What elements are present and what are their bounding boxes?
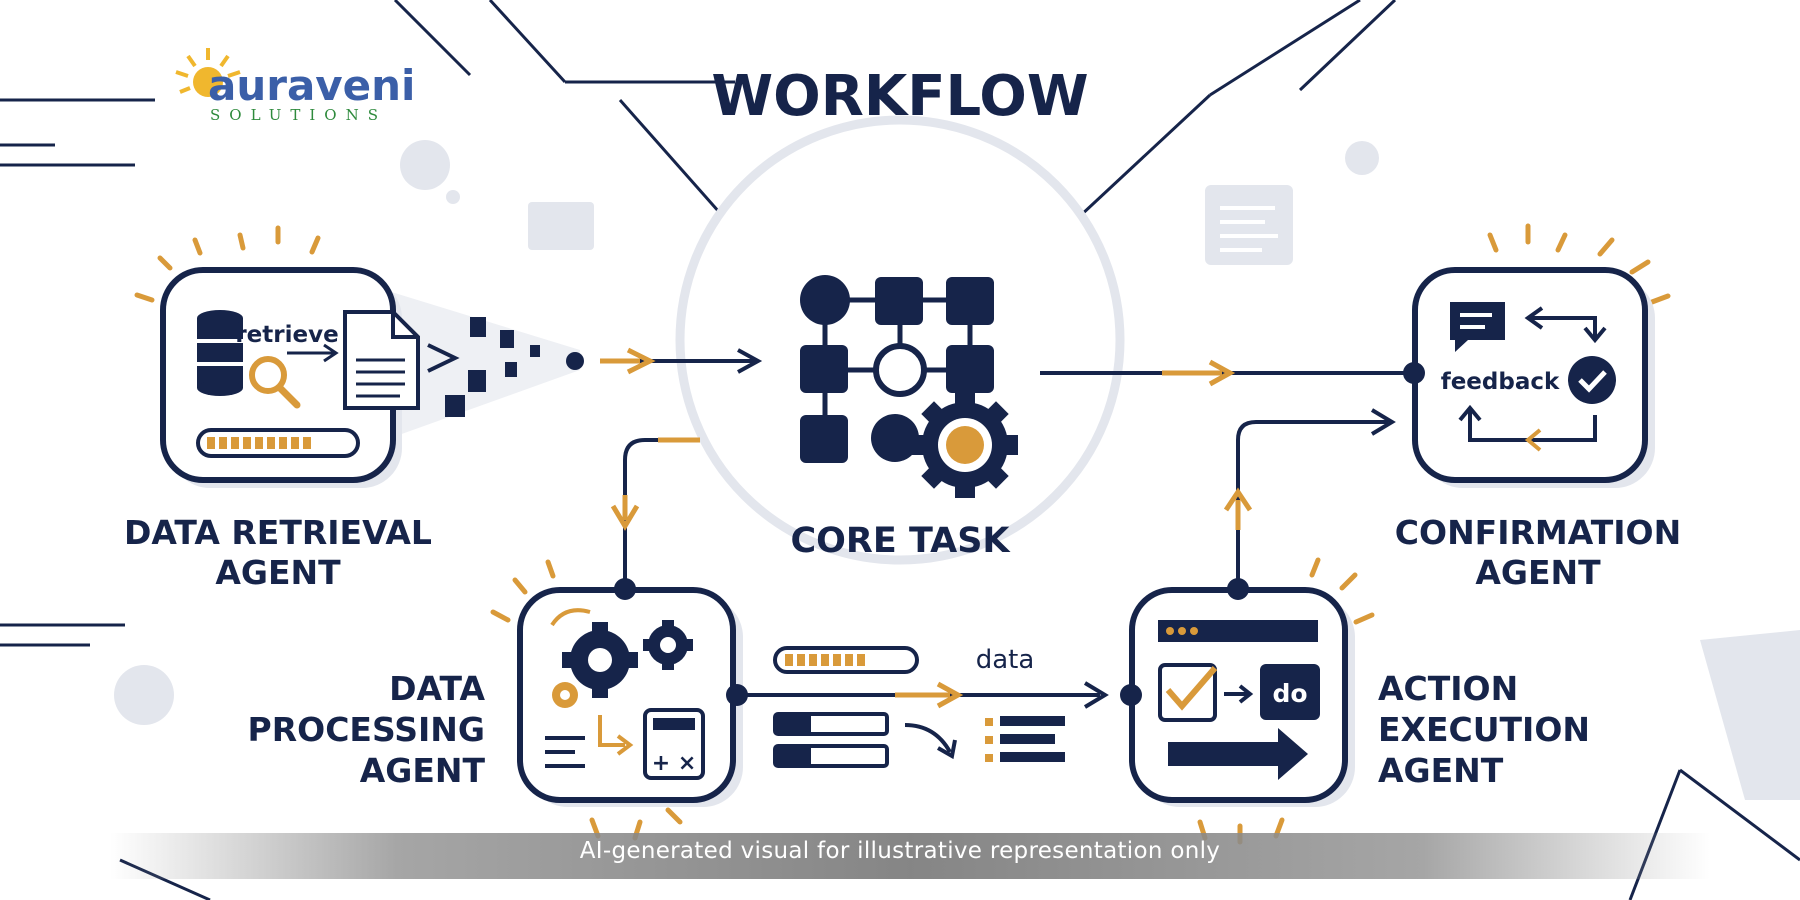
check-icon [1568, 356, 1616, 404]
glow-rays [134, 225, 321, 303]
do-tag: do [1272, 679, 1307, 708]
network-gear-icon [800, 275, 1018, 498]
feedback-tag: feedback [1441, 369, 1560, 395]
action-execution-label-line3: AGENT [1378, 751, 1504, 790]
data-transfer-graphic [773, 646, 1065, 768]
browser-window-icon [1158, 620, 1318, 642]
connector-retrieval-to-core [600, 347, 763, 375]
caption-bar [110, 833, 1710, 879]
data-processing-label-line2: PROCESSING [248, 710, 485, 749]
brand-name: auraveni [208, 61, 415, 110]
connector-core-to-confirmation [1040, 359, 1410, 387]
search-icon [249, 356, 301, 409]
background-shapes [114, 140, 1800, 800]
file-icon [343, 310, 420, 410]
data-processing-agent-node: + × [490, 559, 748, 841]
data-processing-label-line3: AGENT [360, 751, 486, 790]
calculator-icon: + × [643, 708, 705, 780]
sun-icon [175, 48, 241, 97]
action-execution-agent-node: do [1120, 557, 1375, 845]
database-icon [197, 310, 243, 396]
document-icon [1220, 206, 1278, 252]
progress-bar [196, 428, 360, 458]
data-processing-label-line1: DATA [389, 669, 485, 708]
glow-rays [1487, 223, 1671, 305]
action-execution-label-line1: ACTION [1378, 669, 1518, 708]
streaming-documents [385, 290, 580, 440]
connector-core-to-processing [610, 437, 700, 585]
confirmation-label-line2: AGENT [1475, 553, 1601, 592]
data-retrieval-label-line2: AGENT [215, 553, 341, 592]
retrieve-tag: retrieve [235, 322, 338, 348]
brand-logo: auraveni SOLUTIONS [175, 48, 415, 124]
do-button-graphic [1260, 664, 1320, 720]
connector-junction [566, 352, 584, 370]
data-connector-label: data [976, 645, 1035, 675]
list-icon [545, 736, 585, 768]
connector-processing-to-execution: data [738, 645, 1109, 709]
data-retrieval-label-line1: DATA RETRIEVAL [124, 513, 432, 552]
confirmation-agent-node: feedback [1403, 223, 1671, 488]
action-execution-label-line2: EXECUTION [1378, 710, 1590, 749]
gears-icon [550, 608, 693, 708]
svg-text:+ ×: + × [652, 751, 697, 776]
arrow-right-icon [1168, 728, 1308, 780]
checkbox-icon [1158, 663, 1218, 722]
cycle-arrow-icon [1528, 316, 1607, 344]
gear-icon [912, 392, 1018, 498]
core-task-label: CORE TASK [790, 521, 1011, 561]
chat-icon [1450, 302, 1505, 352]
connector-execution-to-confirmation [1223, 408, 1396, 585]
confirmation-label-line1: CONFIRMATION [1395, 513, 1681, 552]
brand-tagline: SOLUTIONS [210, 106, 387, 124]
data-retrieval-agent-node: retrieve [134, 225, 420, 488]
disclaimer-caption: AI-generated visual for illustrative rep… [579, 838, 1221, 864]
